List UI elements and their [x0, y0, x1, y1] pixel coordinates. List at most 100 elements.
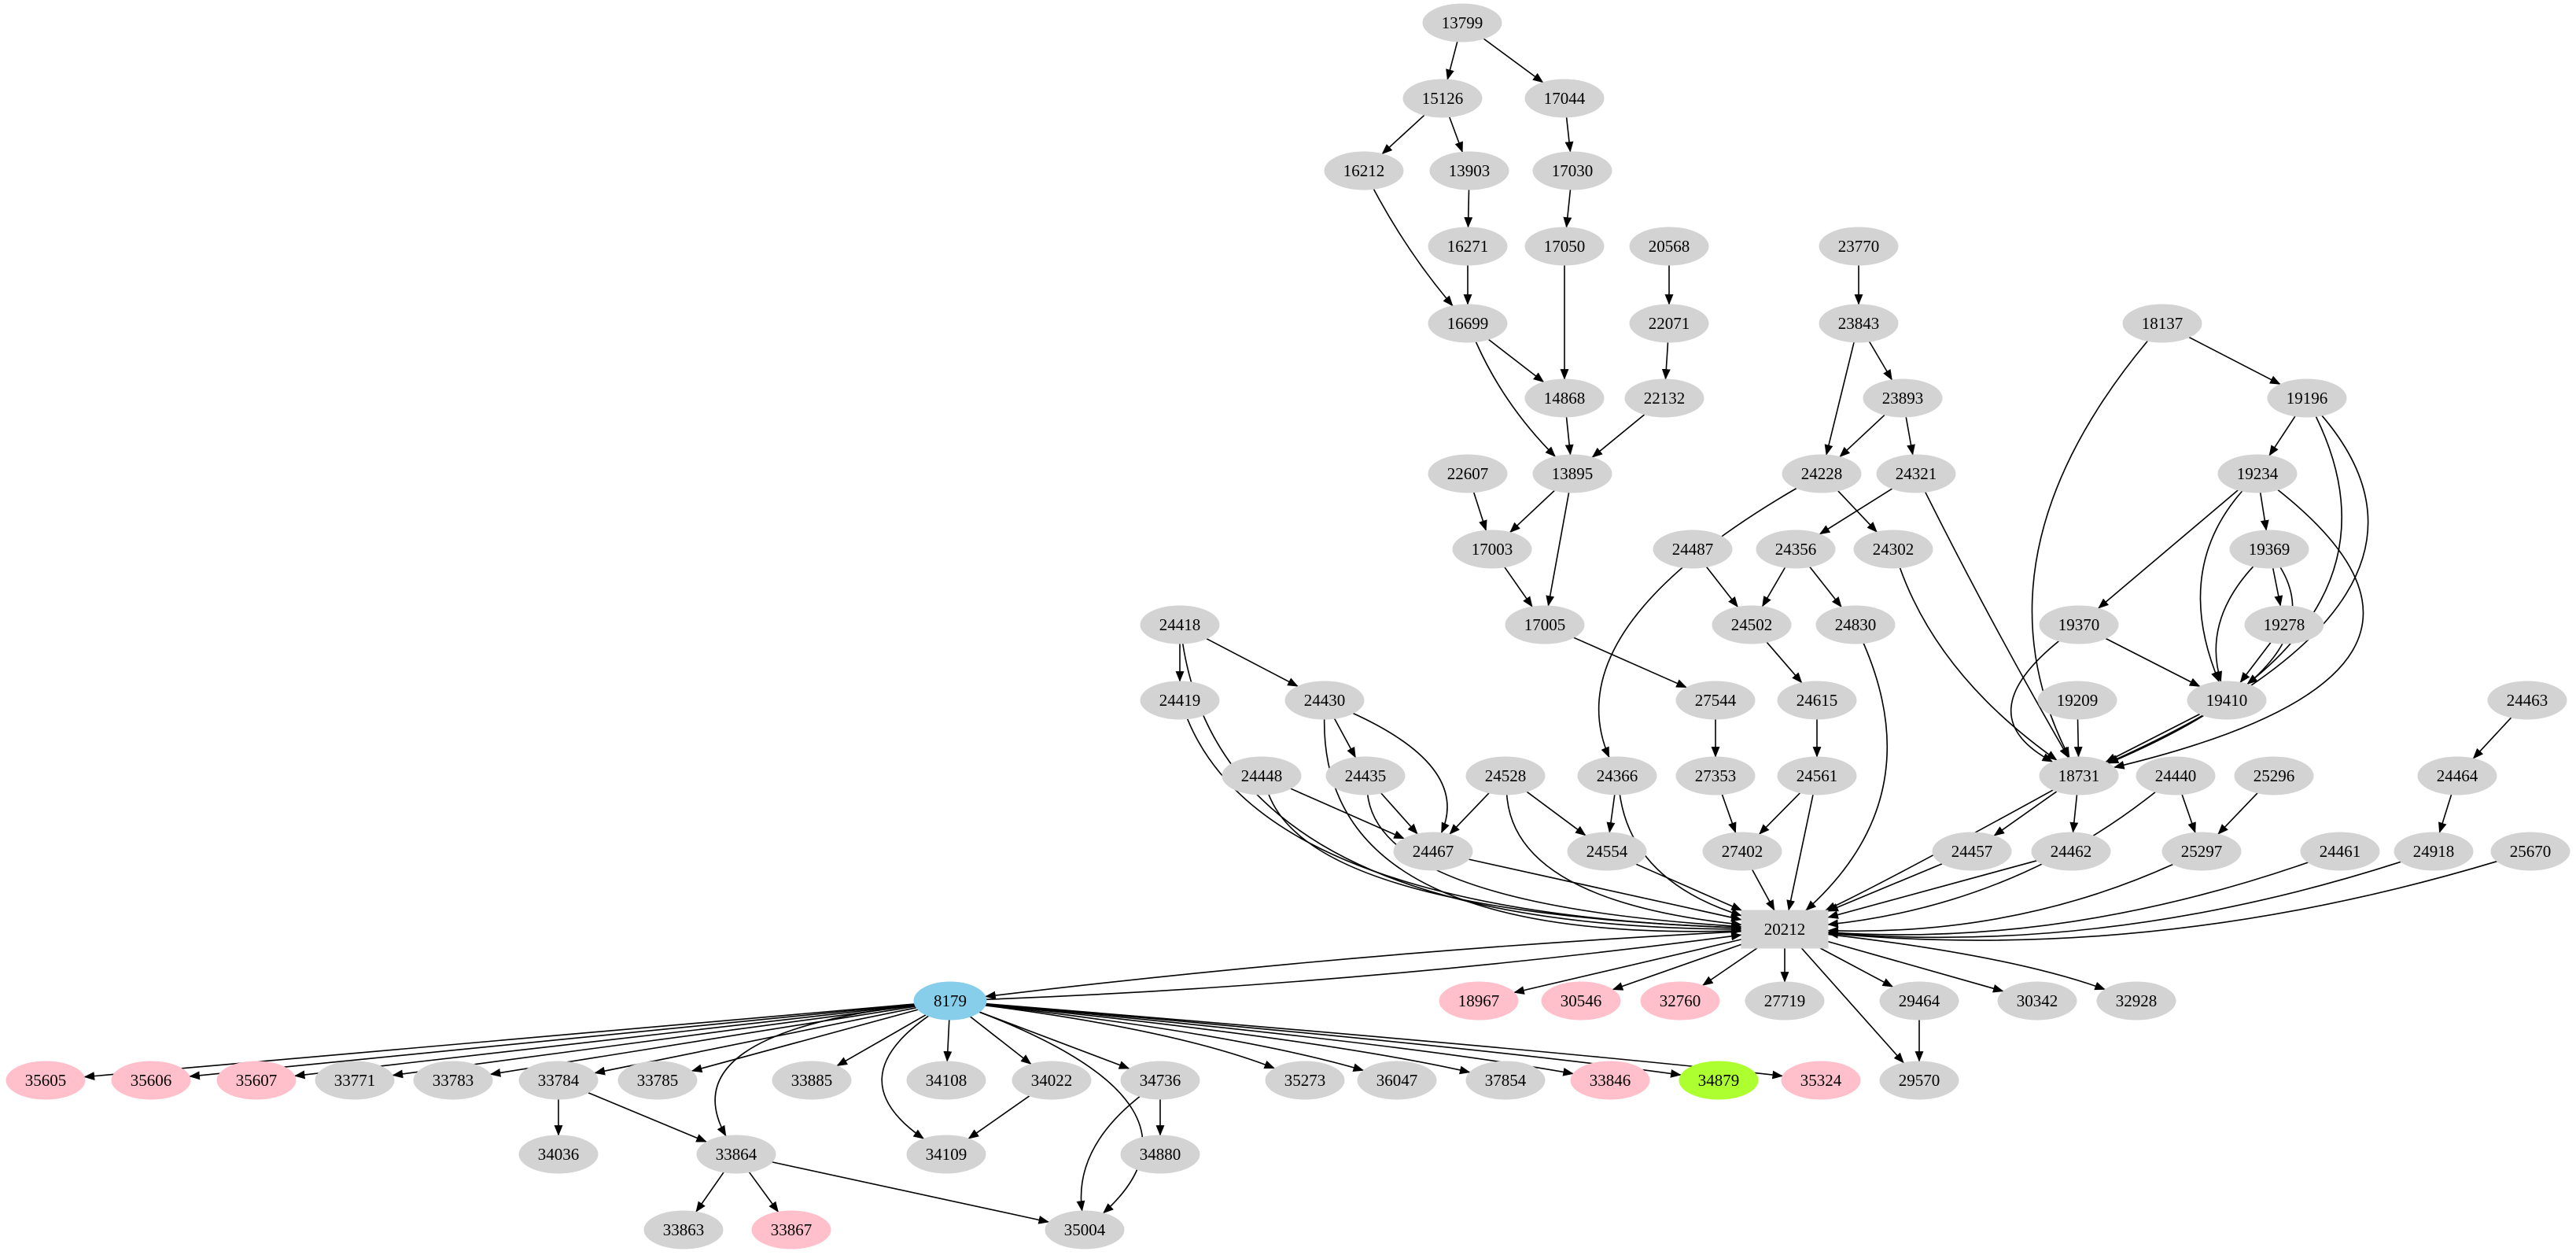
node-ellipse [643, 1210, 724, 1249]
node-label: 33783 [433, 1071, 474, 1090]
node-33846: 33846 [1570, 1061, 1650, 1100]
node-19278: 19278 [2244, 605, 2324, 644]
node-label: 34879 [1698, 1071, 1740, 1090]
edge-14868-13895 [1564, 416, 1574, 456]
node-33863: 33863 [643, 1210, 724, 1249]
node-label: 24440 [2155, 766, 2197, 785]
node-label: 24461 [2320, 842, 2361, 861]
edge-20212-18967 [1513, 939, 1742, 995]
edge-24321-24356 [1819, 488, 1893, 535]
node-22132: 22132 [1624, 378, 1704, 418]
node-ellipse [1439, 981, 1519, 1021]
node-20568: 20568 [1629, 227, 1709, 266]
node-27402: 27402 [1702, 832, 1782, 871]
node-label: 24830 [1835, 615, 1877, 634]
node-label: 29570 [1899, 1071, 1940, 1090]
node-label: 34880 [1140, 1145, 1181, 1164]
node-label: 17005 [1524, 615, 1566, 634]
edge-24561-20212 [1786, 794, 1814, 911]
edge-18731-24462 [2069, 794, 2079, 833]
edge-24918-20212 [1827, 861, 2401, 939]
node-label: 29464 [1899, 991, 1940, 1010]
edge-24487-24502 [1705, 567, 1739, 608]
edge-19234-19370 [2098, 489, 2239, 609]
node-label: 19410 [2206, 691, 2248, 710]
node-label: 32928 [2116, 991, 2158, 1010]
node-label: 18137 [2142, 314, 2184, 333]
edge-17044-17030 [1564, 116, 1574, 153]
node-label: 19209 [2057, 691, 2099, 710]
edge-20212-32760 [1702, 947, 1758, 987]
edge-8179-33885 [836, 1014, 927, 1067]
node-24448: 24448 [1222, 756, 1302, 795]
node-ellipse [1570, 1061, 1650, 1100]
node-label: 24418 [1159, 615, 1201, 634]
node-label: 37854 [1485, 1071, 1527, 1090]
node-ellipse [518, 1061, 599, 1100]
node-ellipse [1640, 981, 1720, 1021]
node-label: 20212 [1764, 920, 1806, 939]
node-label: 24228 [1801, 464, 1843, 483]
node-14868: 14868 [1524, 378, 1605, 418]
node-ellipse [2031, 832, 2111, 871]
node-ellipse [1624, 378, 1704, 418]
node-35606: 35606 [111, 1061, 191, 1100]
edge-19234-19369 [2259, 492, 2269, 531]
edge-19369-18731 [2107, 567, 2294, 764]
node-label: 18967 [1458, 991, 1500, 1010]
node-ellipse [2039, 605, 2119, 644]
edge-25297-20212 [1827, 863, 2173, 936]
node-ellipse [913, 981, 987, 1021]
node-ellipse [1428, 454, 1508, 493]
node-18967: 18967 [1439, 981, 1519, 1021]
node-27353: 27353 [1675, 756, 1756, 795]
edge-15126-16212 [1381, 114, 1425, 155]
node-label: 16699 [1447, 314, 1489, 333]
edge-24554-20212 [1635, 863, 1742, 911]
edge-22607-17003 [1472, 492, 1487, 531]
node-label: 27544 [1695, 691, 1737, 710]
node-24419: 24419 [1140, 681, 1220, 720]
edge-13895-17005 [1546, 492, 1570, 607]
node-label: 33867 [771, 1220, 813, 1239]
edge-20212-8179 [985, 931, 1742, 1000]
node-34736: 34736 [1120, 1061, 1200, 1100]
node-ellipse [1140, 605, 1220, 644]
edge-24228-24302 [1837, 490, 1878, 533]
node-label: 24321 [1896, 464, 1937, 483]
node-20212: 20212 [1741, 910, 1829, 949]
edge-20212-29570 [1800, 947, 1904, 1064]
node-ellipse [1876, 454, 1956, 493]
node-label: 24528 [1485, 766, 1527, 785]
node-24561: 24561 [1777, 756, 1857, 795]
edge-8179-37854 [986, 1003, 1471, 1075]
node-18731: 18731 [2039, 756, 2119, 795]
node-ellipse [1402, 79, 1483, 118]
node-ellipse [216, 1061, 297, 1100]
node-ellipse [1567, 832, 1647, 871]
node-label: 24487 [1672, 540, 1714, 559]
edge-8179-34022 [970, 1016, 1032, 1065]
node-19410: 19410 [2187, 681, 2267, 720]
edge-20212-32928 [1827, 933, 2106, 991]
node-ellipse [315, 1061, 395, 1100]
node-24321: 24321 [1876, 454, 1956, 493]
node-13895: 13895 [1532, 454, 1612, 493]
node-17003: 17003 [1452, 530, 1532, 569]
node-label: 16271 [1447, 237, 1489, 256]
node-32760: 32760 [1640, 981, 1720, 1021]
node-ellipse [2161, 832, 2242, 871]
edge-24430-24435 [1333, 718, 1357, 759]
edge-13799-17044 [1483, 38, 1544, 83]
edge-18731-24457 [1993, 791, 2058, 836]
node-ellipse [1777, 756, 1857, 795]
node-label: 8179 [934, 991, 967, 1010]
edge-18137-19196 [2188, 336, 2281, 386]
node-label: 34022 [1031, 1071, 1073, 1090]
node-24615: 24615 [1777, 681, 1857, 720]
node-label: 24419 [1159, 691, 1201, 710]
node-19234: 19234 [2217, 454, 2298, 493]
edge-24457-20212 [1827, 862, 1943, 912]
node-label: 33864 [716, 1145, 757, 1164]
node-33785: 33785 [617, 1061, 698, 1100]
